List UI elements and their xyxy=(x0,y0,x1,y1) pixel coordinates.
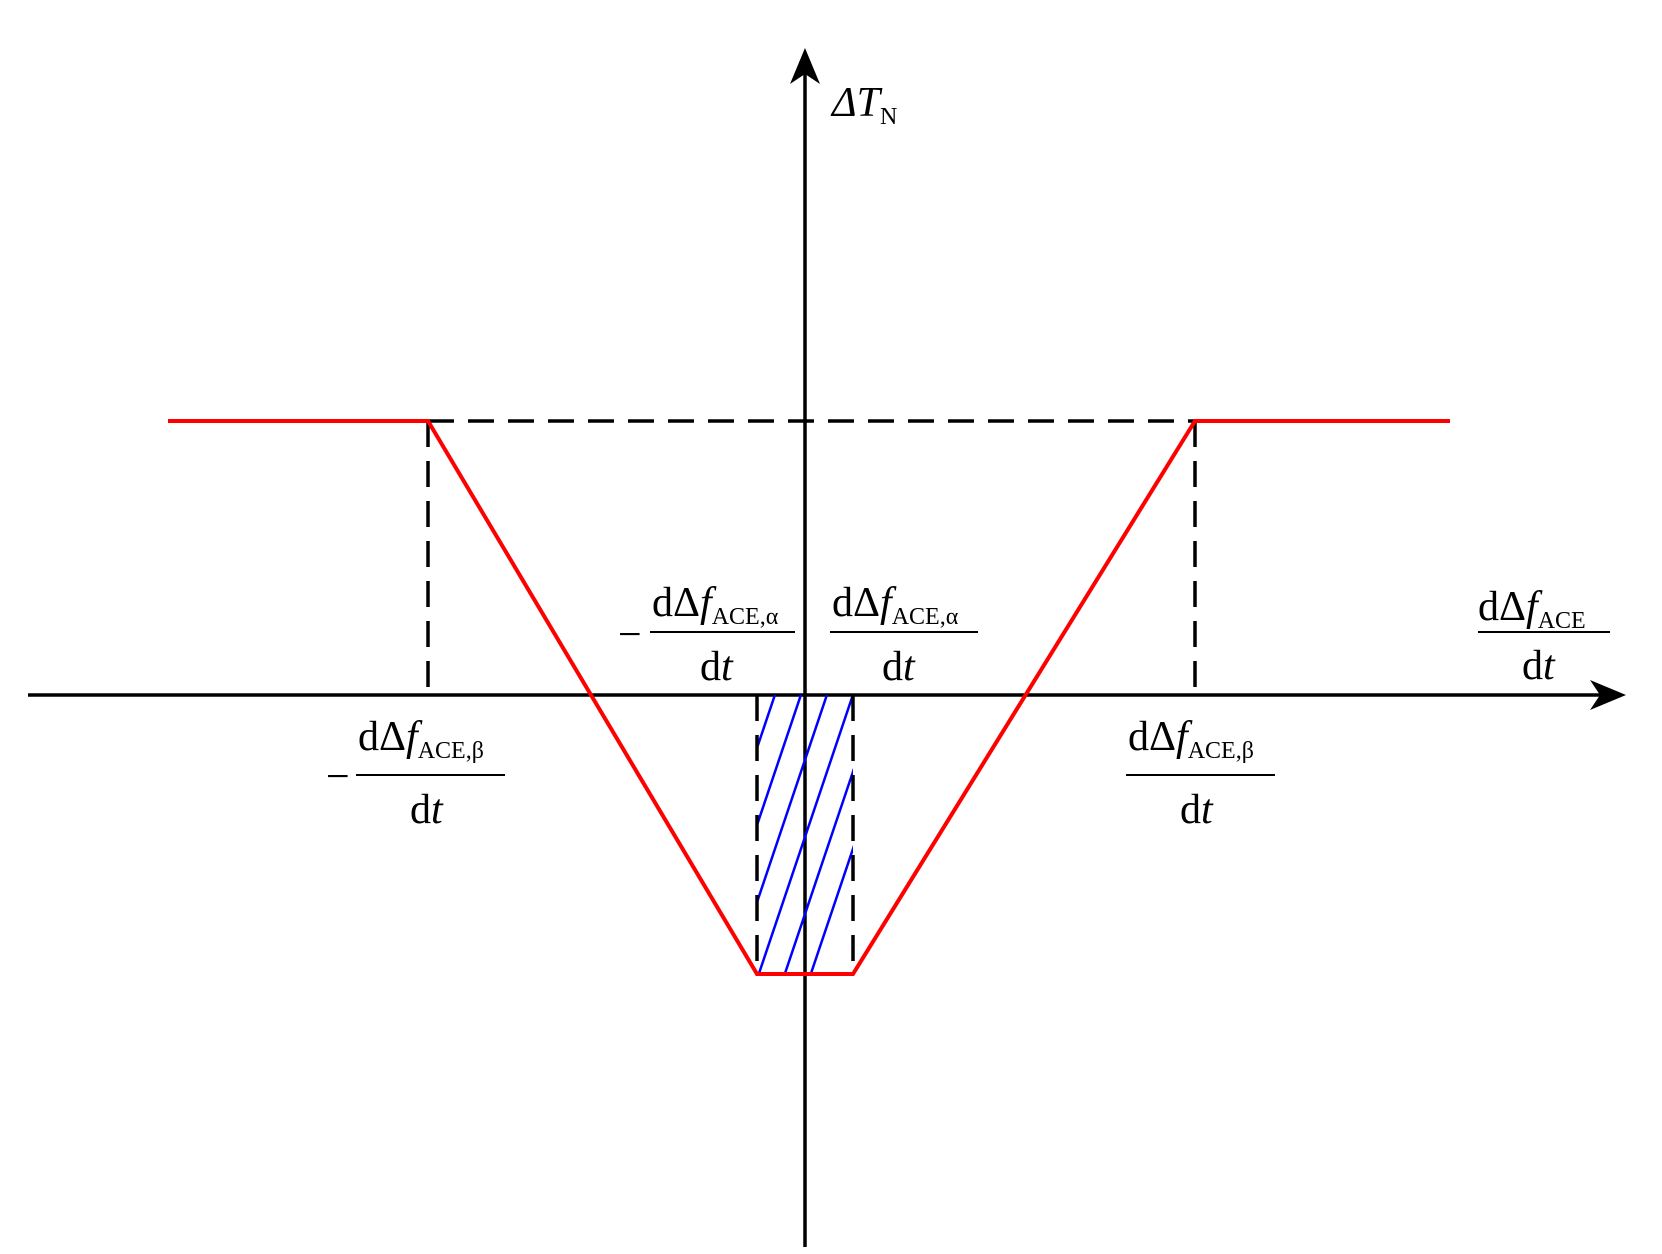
svg-text:dt: dt xyxy=(1522,643,1556,689)
pos-alpha-den-t: t xyxy=(903,644,916,690)
hatch-line xyxy=(809,844,853,974)
svg-text:dΔfACE: dΔfACE xyxy=(1478,584,1586,634)
hatch-line xyxy=(783,767,853,974)
characteristic-curve xyxy=(168,419,1450,976)
pos-alpha-subscript: ACE,α xyxy=(892,604,959,630)
hatch-line xyxy=(757,695,829,907)
neg-alpha-numerator-prefix: dΔ xyxy=(652,580,700,626)
neg-alpha-sign: − xyxy=(618,612,642,658)
x-axis-numerator-prefix: dΔ xyxy=(1478,584,1526,630)
pos-beta-den-d: d xyxy=(1180,787,1201,833)
y-axis-arrow-icon xyxy=(790,48,820,84)
x-axis-den-t: t xyxy=(1543,643,1556,689)
x-axis-arrow-icon xyxy=(1590,680,1626,710)
pos-beta-label: dΔfACE,β dt xyxy=(1126,714,1275,833)
neg-alpha-den-t: t xyxy=(721,644,734,690)
pos-beta-den-t: t xyxy=(1201,787,1214,833)
x-axis-label: dΔfACE dt xyxy=(1478,584,1610,689)
pos-beta-numerator-prefix: dΔ xyxy=(1128,714,1176,760)
hatched-region xyxy=(567,665,853,1003)
hatch-line xyxy=(757,695,853,974)
neg-alpha-den-d: d xyxy=(700,644,721,690)
svg-text:dΔfACE,β: dΔfACE,β xyxy=(1128,714,1254,764)
svg-text:dΔfACE,β: dΔfACE,β xyxy=(358,714,484,764)
pos-beta-subscript: ACE,β xyxy=(1188,738,1254,764)
y-axis-label: ΔTN xyxy=(830,80,897,130)
svg-text:ΔTN: ΔTN xyxy=(830,80,897,130)
svg-text:dΔfACE,α: dΔfACE,α xyxy=(652,580,779,630)
neg-alpha-subscript: ACE,α xyxy=(712,604,779,630)
hatch-line xyxy=(757,695,777,752)
neg-beta-subscript: ACE,β xyxy=(418,738,484,764)
svg-text:dt: dt xyxy=(1180,787,1214,833)
pos-alpha-label: dΔfACE,α dt xyxy=(830,580,978,690)
hatch-line xyxy=(757,695,803,830)
svg-text:dΔfACE,α: dΔfACE,α xyxy=(832,580,959,630)
neg-beta-den-t: t xyxy=(431,787,444,833)
y-axis-symbol: ΔT xyxy=(830,80,883,126)
neg-alpha-label: − dΔfACE,α dt xyxy=(618,580,795,690)
x-axis-subscript: ACE xyxy=(1538,608,1586,634)
x-axis-den-d: d xyxy=(1522,643,1543,689)
neg-beta-numerator-prefix: dΔ xyxy=(358,714,406,760)
pos-alpha-numerator-prefix: dΔ xyxy=(832,580,880,626)
pos-alpha-den-d: d xyxy=(882,644,903,690)
svg-text:dt: dt xyxy=(410,787,444,833)
neg-beta-label: − dΔfACE,β dt xyxy=(326,714,505,833)
hatch-line xyxy=(593,665,707,1003)
svg-text:dt: dt xyxy=(700,644,734,690)
svg-text:dt: dt xyxy=(882,644,916,690)
y-axis-subscript: N xyxy=(880,104,897,130)
neg-beta-den-d: d xyxy=(410,787,431,833)
axes xyxy=(28,48,1626,1247)
dashed-guides xyxy=(426,419,1197,974)
neg-beta-sign: − xyxy=(326,754,350,800)
hatch-line xyxy=(567,665,681,1003)
